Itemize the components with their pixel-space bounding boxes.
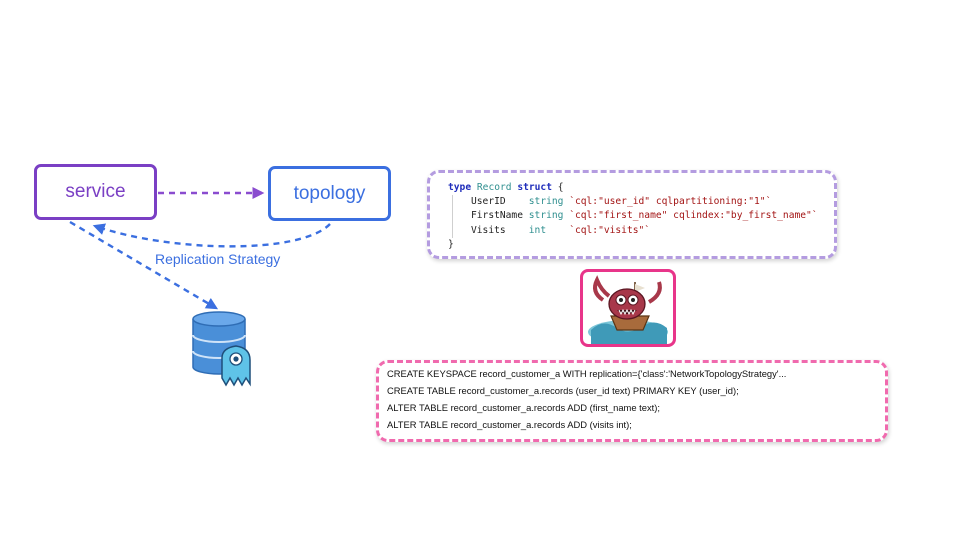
code-close-brace: } bbox=[448, 238, 454, 250]
cql-statement: ALTER TABLE record_customer_a.records AD… bbox=[387, 402, 661, 413]
go-struct-code-block: type Record struct { UserID string `cql:… bbox=[427, 170, 837, 259]
service-node: service bbox=[34, 164, 157, 220]
code-field-tag: `cql:"first_name" cqlindex:"by_first_nam… bbox=[569, 210, 818, 222]
code-field-tag: `cql:"visits"` bbox=[569, 224, 651, 236]
topology-node-label: topology bbox=[293, 182, 366, 204]
code-field-tag: `cql:"user_id" cqlpartitioning:"1"` bbox=[569, 196, 772, 208]
code-field-type: string bbox=[528, 196, 564, 208]
replication-strategy-label: Replication Strategy bbox=[155, 251, 281, 267]
octopus-ship-mascot-icon bbox=[580, 269, 676, 347]
code-field-name: UserID bbox=[471, 196, 506, 208]
code-keyword-struct: struct bbox=[517, 182, 552, 193]
cql-statement: CREATE TABLE record_customer_a.records (… bbox=[387, 385, 739, 396]
code-field-name: Visits bbox=[471, 224, 506, 236]
cql-statement: ALTER TABLE record_customer_a.records AD… bbox=[387, 419, 632, 430]
code-keyword-type: type bbox=[448, 182, 472, 193]
scylla-monster-icon bbox=[221, 345, 251, 387]
code-open-brace: { bbox=[557, 182, 564, 193]
topology-node: topology bbox=[268, 166, 391, 221]
cql-statements-block: CREATE KEYSPACE record_customer_a WITH r… bbox=[376, 360, 888, 442]
service-node-label: service bbox=[65, 181, 126, 202]
code-struct-name: Record bbox=[476, 182, 512, 193]
cql-statement: CREATE KEYSPACE record_customer_a WITH r… bbox=[387, 368, 787, 379]
code-field-type: string bbox=[528, 210, 564, 222]
code-field-type: int bbox=[528, 224, 547, 236]
replication-strategy-arrow bbox=[92, 223, 331, 248]
code-field-name: FirstName bbox=[471, 210, 523, 222]
